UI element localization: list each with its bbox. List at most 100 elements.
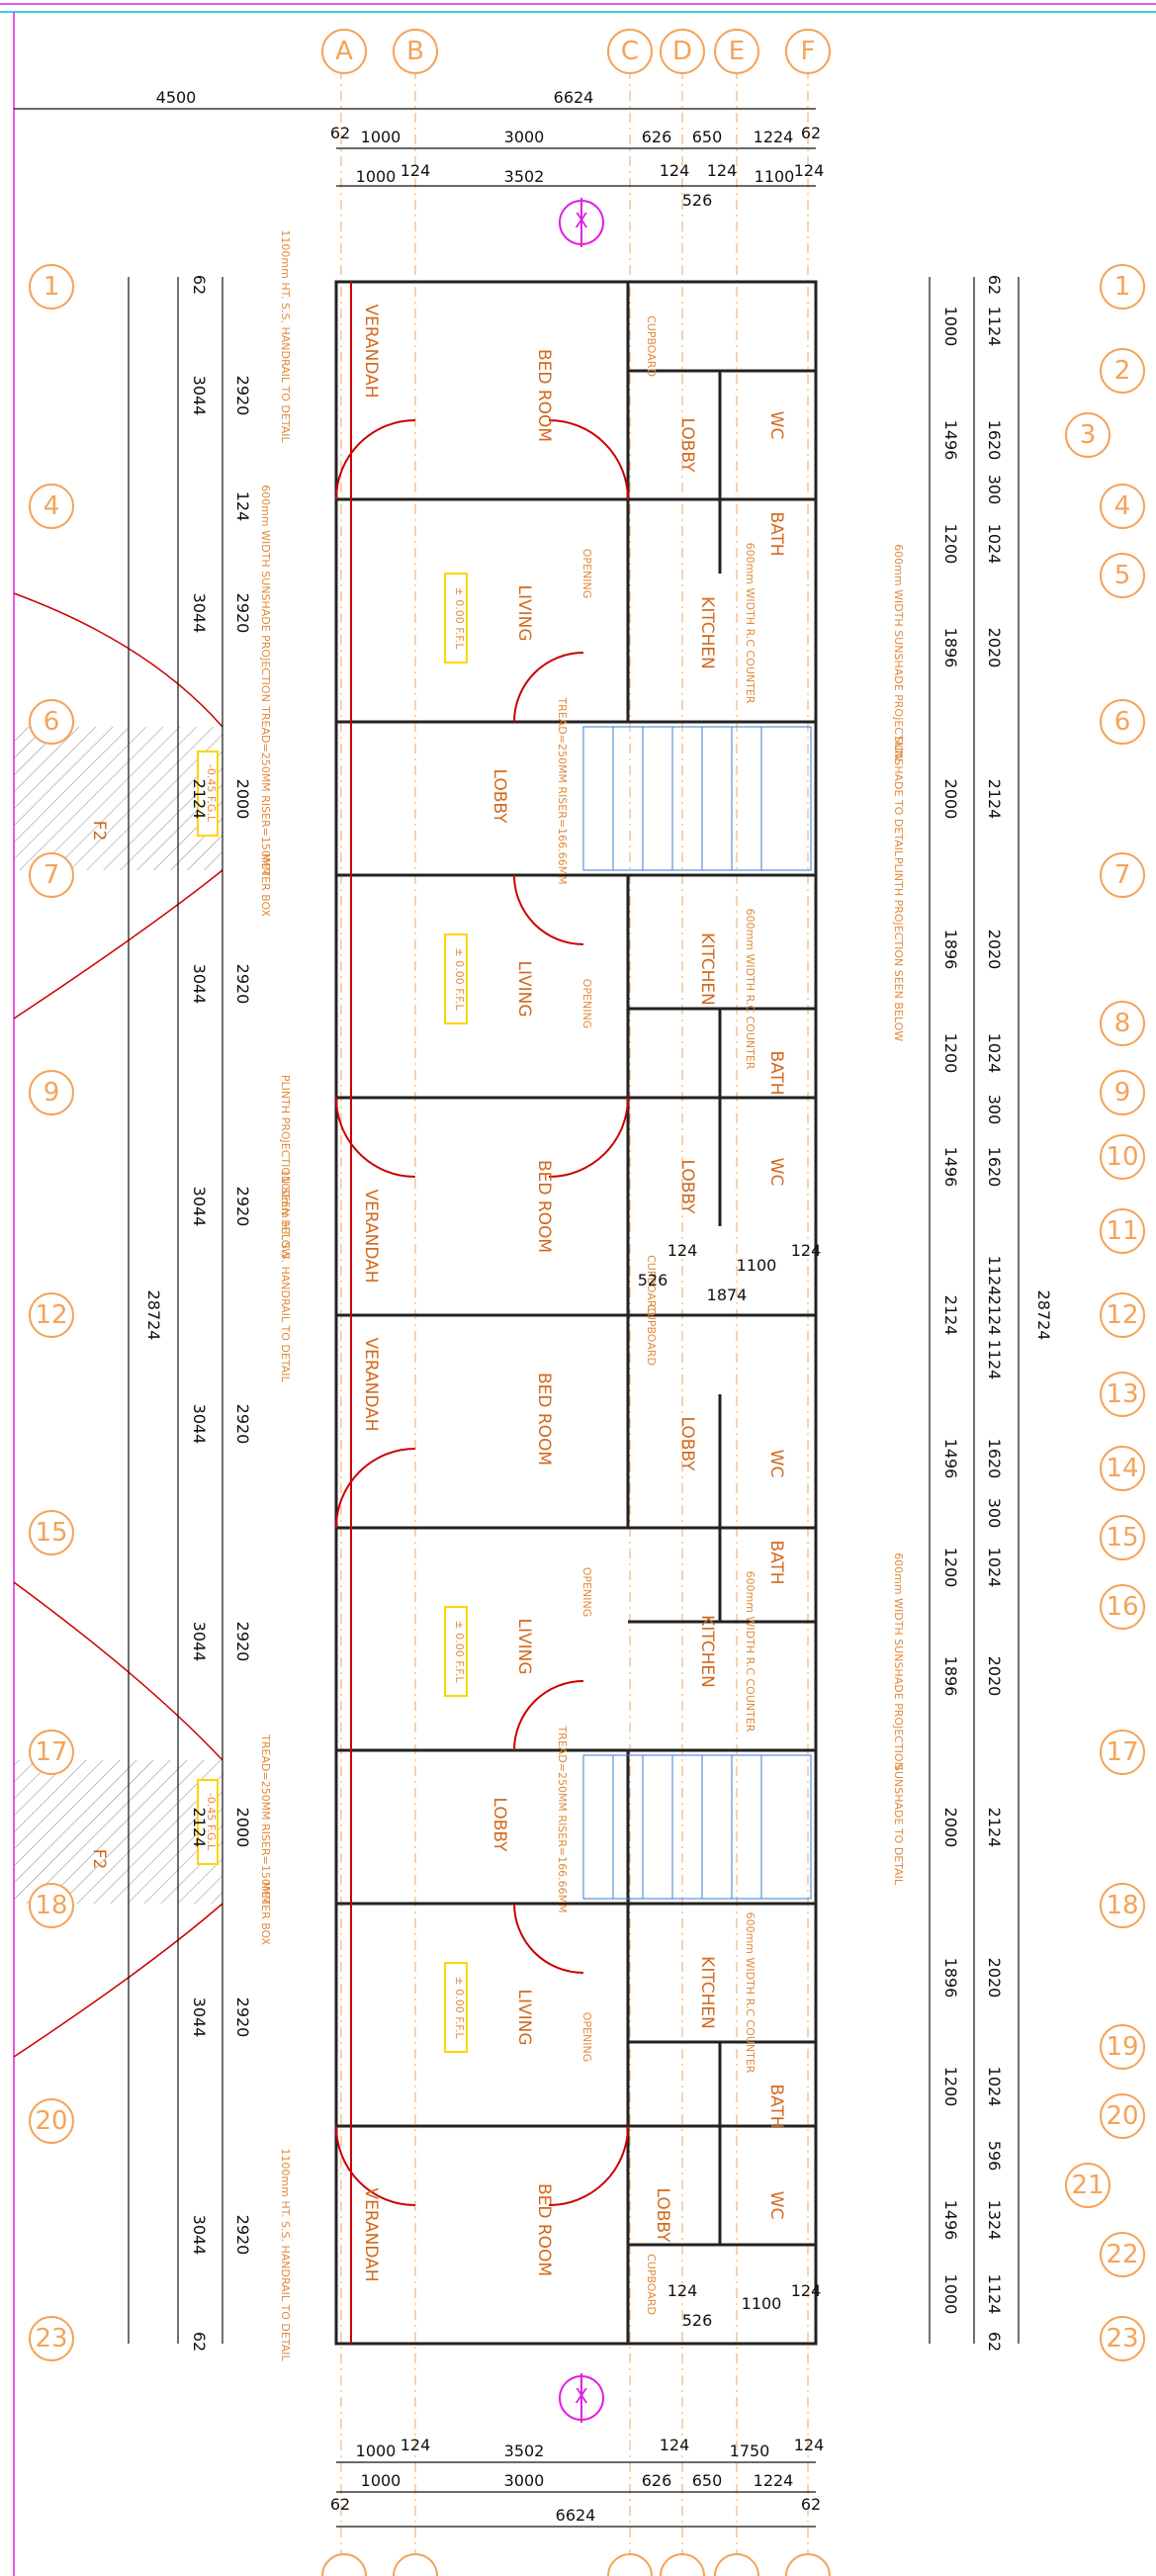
svg-text:526: 526 — [682, 191, 713, 210]
svg-text:1000: 1000 — [941, 307, 960, 347]
svg-text:2000: 2000 — [941, 779, 960, 820]
room-label-bath-1: BATH — [766, 511, 786, 556]
svg-text:600mm WIDTH R.C COUNTER: 600mm WIDTH R.C COUNTER — [744, 909, 756, 1070]
svg-text:4500: 4500 — [156, 88, 197, 107]
svg-text:4: 4 — [1114, 491, 1131, 521]
svg-text:C: C — [621, 37, 639, 66]
svg-text:1224: 1224 — [754, 128, 794, 146]
row-bubbles-left: 1 4 6 7 9 12 15 17 18 20 23 — [29, 264, 74, 2361]
svg-text:1000: 1000 — [356, 167, 397, 186]
svg-text:E: E — [729, 37, 745, 66]
svg-text:2000: 2000 — [233, 1808, 252, 1848]
svg-text:1620: 1620 — [985, 1147, 1004, 1188]
room-label-kitchen-2: KITCHEN — [697, 933, 717, 1006]
svg-text:3044: 3044 — [190, 376, 209, 416]
svg-text:626: 626 — [642, 128, 672, 146]
right-dimension-labels: 62 1124 1000 1620 1496 300 1024 1200 202… — [941, 275, 1004, 2352]
svg-text:OPENING: OPENING — [580, 2012, 593, 2062]
svg-text:TREAD=250MM RISER=150MM: TREAD=250MM RISER=150MM — [259, 1733, 272, 1905]
annotations: 1100mm HT. S.S. HANDRAIL TO DETAIL 600mm… — [259, 229, 905, 2361]
svg-text:62: 62 — [801, 124, 821, 142]
svg-text:3502: 3502 — [504, 167, 545, 186]
svg-text:2: 2 — [1114, 356, 1131, 386]
svg-text:23: 23 — [1106, 2324, 1138, 2354]
svg-text:TREAD=250MM RISER=166.66MM: TREAD=250MM RISER=166.66MM — [556, 1725, 569, 1912]
door-swings — [335, 419, 629, 2206]
svg-text:2124: 2124 — [985, 1808, 1004, 1848]
svg-text:2000: 2000 — [941, 1808, 960, 1848]
svg-text:3: 3 — [1080, 420, 1097, 450]
room-label-bedroom-3: BED ROOM — [534, 1373, 554, 1466]
svg-text:2020: 2020 — [985, 1656, 1004, 1697]
svg-text:22: 22 — [1106, 2240, 1138, 2269]
svg-text:2920: 2920 — [233, 1404, 252, 1445]
svg-text:10: 10 — [1106, 1142, 1138, 1172]
svg-text:1324: 1324 — [985, 2200, 1004, 2241]
svg-text:1896: 1896 — [941, 930, 960, 970]
column-bubbles-bottom — [321, 2553, 831, 2576]
svg-text:15: 15 — [1106, 1523, 1138, 1553]
svg-text:SUNSHADE TO DETAIL: SUNSHADE TO DETAIL — [892, 736, 905, 857]
staircase-lower — [582, 1754, 812, 1900]
svg-text:526: 526 — [682, 2311, 713, 2330]
svg-text:METER BOX: METER BOX — [259, 1882, 272, 1946]
svg-text:650: 650 — [692, 128, 723, 146]
svg-text:1000: 1000 — [356, 2442, 397, 2460]
room-label-lobby-4: LOBBY — [653, 2187, 672, 2243]
svg-text:1200: 1200 — [941, 1033, 960, 1074]
svg-text:1896: 1896 — [941, 1656, 960, 1697]
svg-text:11: 11 — [1106, 1216, 1138, 1246]
svg-text:600mm WIDTH R.C COUNTER: 600mm WIDTH R.C COUNTER — [744, 543, 756, 704]
svg-text:6: 6 — [44, 707, 60, 737]
svg-text:19: 19 — [1106, 2032, 1138, 2062]
svg-text:3044: 3044 — [190, 1622, 209, 1662]
section-marker-bottom: X — [559, 2373, 604, 2423]
svg-text:15: 15 — [35, 1518, 67, 1548]
bottom-dimensions: 1000 124 3502 124 1750 124 1000 3000 626… — [330, 2436, 824, 2528]
svg-text:2920: 2920 — [233, 2215, 252, 2256]
svg-text:2920: 2920 — [233, 1998, 252, 2038]
room-label-lobby-2: LOBBY — [677, 1159, 697, 1214]
top-dimensions: 4500 6624 62 1000 3000 626 650 1224 62 1… — [14, 88, 824, 210]
svg-text:7: 7 — [1114, 860, 1131, 890]
svg-text:2124: 2124 — [190, 779, 209, 820]
svg-text:CUPBOARD: CUPBOARD — [645, 1255, 658, 1316]
room-label-kitchen-1: KITCHEN — [697, 596, 717, 669]
room-label-bath-3: BATH — [766, 1540, 786, 1584]
room-label-lobby-stair-1: LOBBY — [489, 768, 509, 824]
svg-text:20: 20 — [1106, 2101, 1138, 2131]
svg-text:600mm WIDTH R.C COUNTER: 600mm WIDTH R.C COUNTER — [744, 1571, 756, 1732]
svg-text:9: 9 — [44, 1078, 60, 1108]
room-label-kitchen-4: KITCHEN — [697, 1956, 717, 2029]
svg-text:17: 17 — [35, 1737, 67, 1767]
grid-bubble-C: C — [607, 29, 653, 74]
svg-text:62: 62 — [801, 2495, 821, 2514]
svg-text:1100: 1100 — [737, 1256, 777, 1275]
svg-text:1496: 1496 — [941, 1439, 960, 1479]
svg-text:2020: 2020 — [985, 930, 1004, 970]
svg-text:600mm WIDTH SUNSHADE PROJECTIO: 600mm WIDTH SUNSHADE PROJECTION — [892, 1553, 905, 1770]
room-label-wc-2: WC — [766, 1158, 786, 1187]
svg-text:600mm WIDTH SUNSHADE PROJECTIO: 600mm WIDTH SUNSHADE PROJECTION — [892, 544, 905, 761]
room-label-wc-1: WC — [766, 411, 786, 440]
fgl-tags: -0.45 F.G.L -0.45 F.G.L — [197, 751, 219, 1865]
svg-text:62: 62 — [330, 2495, 350, 2514]
svg-text:600mm WIDTH R.C COUNTER: 600mm WIDTH R.C COUNTER — [744, 1912, 756, 2074]
room-labels: VERANDAH BED ROOM LOBBY WC BATH LIVING K… — [361, 304, 786, 2281]
svg-text:21: 21 — [1071, 2171, 1104, 2200]
svg-text:13: 13 — [1106, 1379, 1138, 1409]
grid-bubble-B: B — [393, 29, 438, 74]
svg-text:PLINTH PROJECTION SEEN BELOW: PLINTH PROJECTION SEEN BELOW — [892, 857, 905, 1041]
svg-text:SUNSHADE TO DETAIL: SUNSHADE TO DETAIL — [892, 1764, 905, 1886]
svg-text:1100: 1100 — [755, 167, 795, 186]
svg-text:3044: 3044 — [190, 964, 209, 1005]
svg-text:1024: 1024 — [985, 1548, 1004, 1588]
room-label-kitchen-3: KITCHEN — [697, 1615, 717, 1688]
svg-text:626: 626 — [642, 2471, 672, 2490]
svg-text:9: 9 — [1114, 1078, 1131, 1108]
svg-text:62: 62 — [985, 2332, 1004, 2352]
room-label-bedroom-1: BED ROOM — [534, 349, 554, 442]
svg-text:1100: 1100 — [742, 2294, 782, 2313]
svg-text:2124: 2124 — [985, 779, 1004, 820]
svg-text:18: 18 — [35, 1891, 67, 1920]
